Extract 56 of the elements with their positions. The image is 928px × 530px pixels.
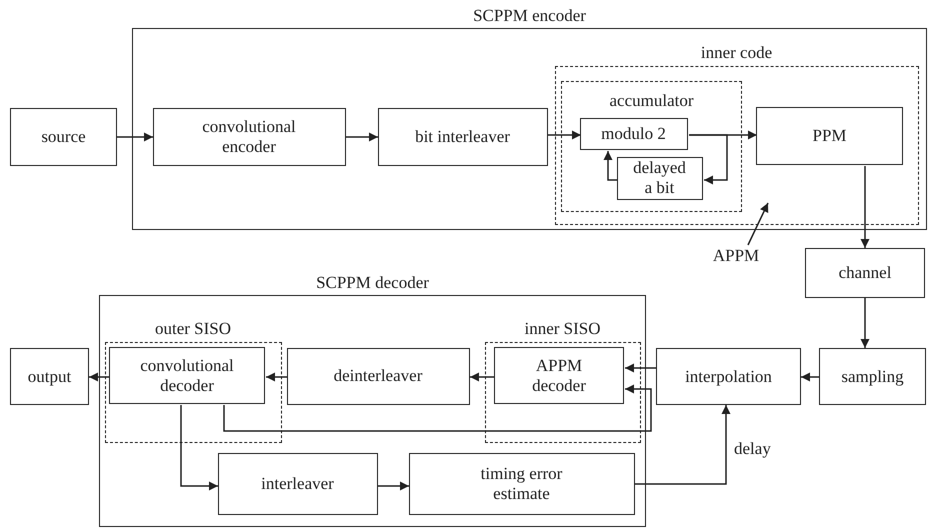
node-label: deinterleaver: [334, 366, 422, 386]
group-title: inner SISO: [524, 318, 601, 340]
node-label: bit interleaver: [415, 126, 510, 146]
node-label: sampling: [841, 366, 904, 386]
edge-label: delay: [734, 438, 771, 460]
process-box: [408, 452, 634, 514]
node-label: source: [41, 127, 86, 147]
process-box: [378, 108, 548, 166]
arrow: [117, 132, 153, 142]
process-box: [616, 156, 702, 200]
process-box: [152, 108, 346, 166]
arrow: [378, 482, 409, 490]
process-box: [286, 348, 470, 404]
group-title: accumulator: [610, 90, 694, 112]
process-box: [805, 248, 925, 298]
node-label: PPM: [812, 126, 847, 146]
arrow: [860, 298, 870, 348]
arrow: [223, 384, 652, 432]
arrow: [266, 372, 287, 382]
arrow: [860, 166, 870, 248]
process-box: [656, 348, 801, 405]
node-label: delayed a bit: [632, 158, 687, 198]
process-box: [494, 347, 624, 404]
node-label: modulo 2: [601, 124, 666, 144]
arrow: [180, 405, 218, 490]
dashed-group-box: [561, 81, 742, 212]
arrow: [548, 130, 581, 140]
group-title: SCPPM decoder: [316, 272, 429, 293]
arrow: [801, 372, 819, 382]
node-label: timing error estimate: [480, 464, 564, 504]
node-label: interpolation: [685, 366, 772, 386]
node-label: convolutional encoder: [201, 116, 297, 156]
arrow: [625, 364, 656, 372]
arrow: [470, 372, 495, 382]
arrow: [89, 372, 110, 382]
process-box: [756, 107, 903, 165]
arrow: [346, 132, 378, 142]
arrow: [604, 151, 618, 181]
group-title: inner code: [700, 42, 772, 64]
process-box: [10, 348, 89, 405]
group-title: SCPPM encoder: [473, 4, 586, 26]
arrow: [689, 134, 728, 184]
process-box: [819, 348, 926, 405]
node-label: channel: [838, 263, 892, 283]
process-box: [10, 108, 117, 166]
node-label: APPM: [712, 246, 760, 266]
process-box: [109, 347, 265, 404]
node-label: interleaver: [261, 474, 334, 494]
node-label: convolutional decoder: [139, 356, 235, 396]
node-label: APPM decoder: [531, 356, 587, 396]
arrow: [747, 202, 769, 246]
node-label: output: [28, 366, 72, 386]
process-box: [218, 452, 378, 514]
group-title: outer SISO: [154, 318, 232, 340]
arrow: [635, 405, 730, 485]
process-box: [580, 118, 688, 150]
